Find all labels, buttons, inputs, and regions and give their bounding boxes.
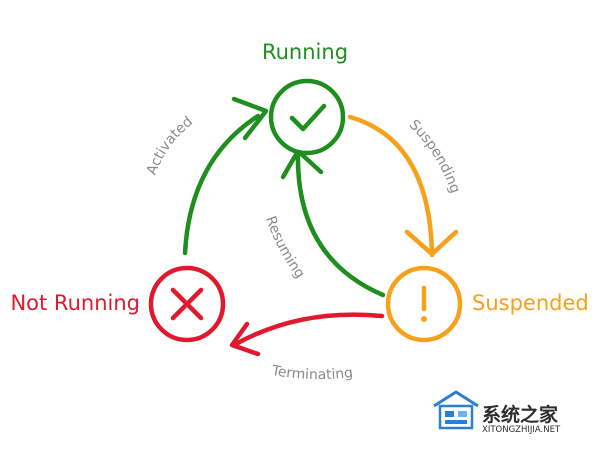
state-not-running: Not Running	[10, 265, 226, 343]
exclamation-icon	[421, 285, 427, 322]
resuming-label: Resuming	[262, 214, 308, 281]
state-running: Running	[262, 40, 348, 156]
state-suspended: Suspended	[385, 265, 589, 343]
watermark-logo: 系统之家 XITONGZHIJIA.NET	[433, 390, 561, 435]
suspended-label: Suspended	[472, 291, 589, 315]
arrow-activated	[182, 96, 269, 256]
terminating-label: Terminating	[270, 363, 354, 384]
watermark-url: XITONGZHIJIA.NET	[482, 425, 561, 435]
running-circle	[268, 78, 346, 156]
arrow-terminating	[229, 312, 385, 357]
house-logo-icon	[433, 390, 479, 430]
suspending-label: Suspending	[406, 117, 463, 195]
not-running-label: Not Running	[10, 291, 140, 315]
checkmark-icon	[289, 103, 327, 132]
arrow-suspending	[347, 114, 459, 258]
activated-label: Activated	[144, 114, 196, 178]
x-icon	[170, 287, 204, 321]
running-label: Running	[262, 40, 348, 64]
watermark-name: 系统之家	[482, 403, 559, 426]
